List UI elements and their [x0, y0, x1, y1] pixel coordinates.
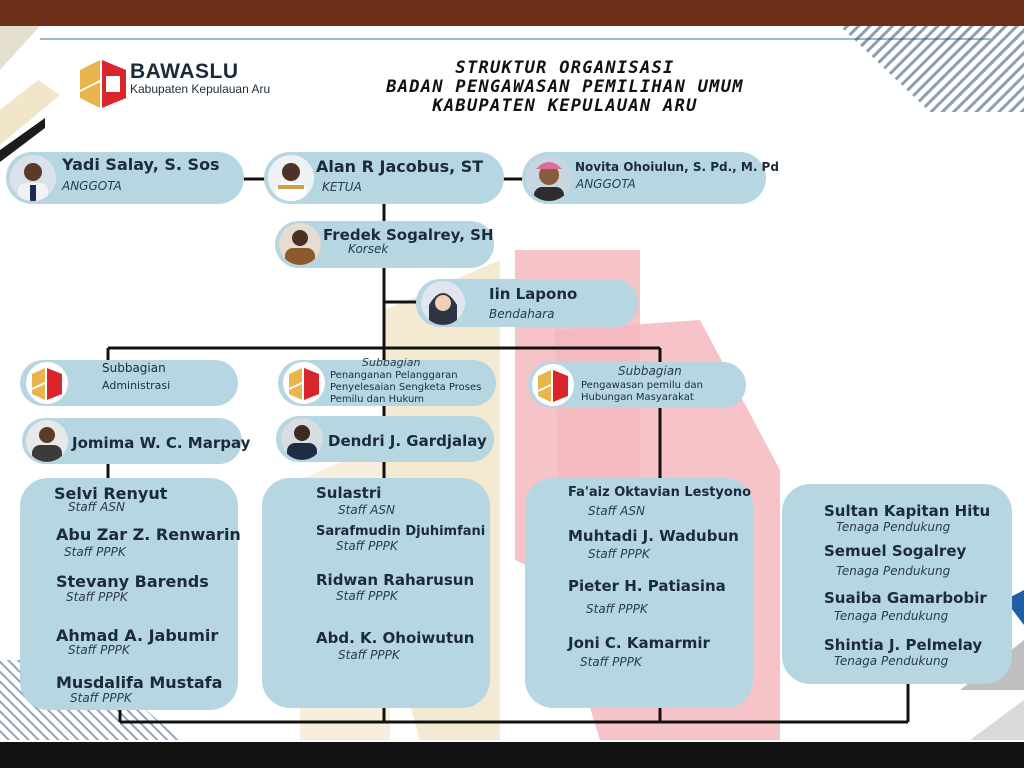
staff-administrasi-4-name: Musdalifa Mustafa — [56, 673, 223, 692]
head-penanganan-name: Dendri J. Gardjalay — [328, 432, 487, 450]
subbagian-penanganan-line3: Pemilu dan Hukum — [330, 394, 425, 405]
staff-penanganan-2-name: Ridwan Raharusun — [316, 571, 475, 589]
head-penanganan-avatar — [281, 418, 323, 460]
staff-administrasi-2-name: Stevany Barends — [56, 572, 209, 591]
subbagian-penanganan-line1: Penanganan Pelanggaran — [330, 370, 458, 381]
staff-pendukung-2-name: Suaiba Gamarbobir — [824, 589, 987, 607]
subbagian-pengawasan-logo-icon — [532, 364, 574, 406]
staff-pendukung-box — [782, 484, 1012, 684]
top-brown-band — [0, 0, 1024, 26]
korsek-avatar — [279, 223, 321, 265]
anggota-right-role: ANGGOTA — [576, 177, 636, 191]
staff-pengawasan-box — [525, 478, 753, 708]
staff-penanganan-3-name: Abd. K. Ohoiwutun — [316, 629, 475, 647]
staff-pendukung-1-name: Semuel Sogalrey — [824, 542, 967, 560]
staff-pengawasan-2-name: Pieter H. Patiasina — [568, 577, 726, 595]
top-blue-rule — [40, 38, 990, 40]
korsek-name: Fredek Sogalrey, SH — [323, 226, 494, 244]
staff-administrasi-4-role: Staff PPPK — [70, 691, 132, 705]
ketua-role: KETUA — [322, 180, 362, 194]
staff-pengawasan-1-name: Muhtadi J. Wadubun — [568, 527, 739, 545]
staff-pendukung-2-role: Tenaga Pendukung — [834, 609, 949, 623]
bawaslu-logo-icon — [80, 60, 126, 108]
page-title-line1: STRUKTUR ORGANISASI — [455, 58, 675, 78]
subbagian-pengawasan-line2: Hubungan Masyarakat — [581, 392, 694, 403]
subbagian-penanganan-label: Subbagian — [362, 356, 421, 369]
subbagian-penanganan-logo-icon — [283, 362, 325, 404]
subbagian-administrasi-logo-icon — [26, 362, 68, 404]
bendahara-role: Bendahara — [489, 307, 555, 321]
subbagian-pengawasan-line1: Pengawasan pemilu dan — [581, 380, 703, 391]
staff-penanganan-1-role: Staff PPPK — [336, 539, 398, 553]
staff-pendukung-3-name: Shintia J. Pelmelay — [824, 636, 983, 654]
anggota-left-avatar — [10, 155, 56, 201]
head-administrasi-name: Jomima W. C. Marpay — [72, 434, 251, 452]
staff-pendukung-0-role: Tenaga Pendukung — [836, 520, 951, 534]
ketua-name: Alan R Jacobus, ST — [316, 157, 484, 176]
staff-penanganan-3-role: Staff PPPK — [338, 648, 400, 662]
staff-penanganan-0-role: Staff ASN — [338, 503, 395, 517]
anggota-right-name: Novita Ohoiulun, S. Pd., M. Pd — [575, 160, 779, 174]
staff-administrasi-3-name: Ahmad A. Jabumir — [56, 626, 219, 645]
subbagian-administrasi-label: Subbagian — [102, 361, 166, 375]
staff-pengawasan-0-name: Fa'aiz Oktavian Lestyono — [568, 485, 752, 500]
anggota-left-name: Yadi Salay, S. Sos — [62, 155, 220, 174]
bottom-black-band — [0, 742, 1024, 768]
bendahara-name: Iin Lapono — [489, 285, 578, 303]
subbagian-pengawasan-label: Subbagian — [618, 364, 682, 378]
staff-administrasi-3-role: Staff PPPK — [68, 643, 130, 657]
ketua-avatar — [268, 155, 314, 201]
logo-wordmark: BAWASLU — [130, 60, 239, 83]
staff-administrasi-box — [20, 478, 238, 710]
staff-pengawasan-3-name: Joni C. Kamarmir — [568, 634, 710, 652]
logo-subtitle: Kabupaten Kepulauan Aru — [130, 82, 271, 96]
staff-pengawasan-2-role: Staff PPPK — [586, 602, 648, 616]
anggota-left-role: ANGGOTA — [62, 179, 122, 193]
bendahara-avatar — [421, 281, 465, 325]
staff-administrasi-1-role: Staff PPPK — [64, 545, 126, 559]
staff-pengawasan-0-role: Staff ASN — [588, 504, 645, 518]
staff-administrasi-0-role: Staff ASN — [68, 500, 125, 514]
subbagian-administrasi-name: Administrasi — [102, 379, 171, 392]
staff-pendukung-0-name: Sultan Kapitan Hitu — [824, 502, 991, 520]
head-administrasi-avatar — [26, 420, 68, 462]
staff-administrasi-0-name: Selvi Renyut — [54, 484, 168, 503]
korsek-role: Korsek — [348, 242, 389, 256]
page-title-line2: BADAN PENGAWASAN PEMILIHAN UMUM — [386, 77, 744, 97]
subbagian-penanganan-line2: Penyelesaian Sengketa Proses — [330, 382, 482, 393]
anggota-right-avatar — [526, 155, 572, 201]
staff-penanganan-2-role: Staff PPPK — [336, 589, 398, 603]
staff-pengawasan-3-role: Staff PPPK — [580, 655, 642, 669]
staff-pengawasan-1-role: Staff PPPK — [588, 547, 650, 561]
staff-administrasi-1-name: Abu Zar Z. Renwarin — [56, 525, 241, 544]
staff-penanganan-box — [262, 478, 490, 708]
staff-penanganan-0-name: Sulastri — [316, 484, 382, 502]
staff-pendukung-1-role: Tenaga Pendukung — [836, 564, 951, 578]
staff-pendukung-3-role: Tenaga Pendukung — [834, 654, 949, 668]
staff-administrasi-2-role: Staff PPPK — [66, 590, 128, 604]
staff-penanganan-1-name: Sarafmudin Djuhimfani — [316, 524, 486, 539]
page-title-line3: KABUPATEN KEPULAUAN ARU — [432, 96, 698, 116]
